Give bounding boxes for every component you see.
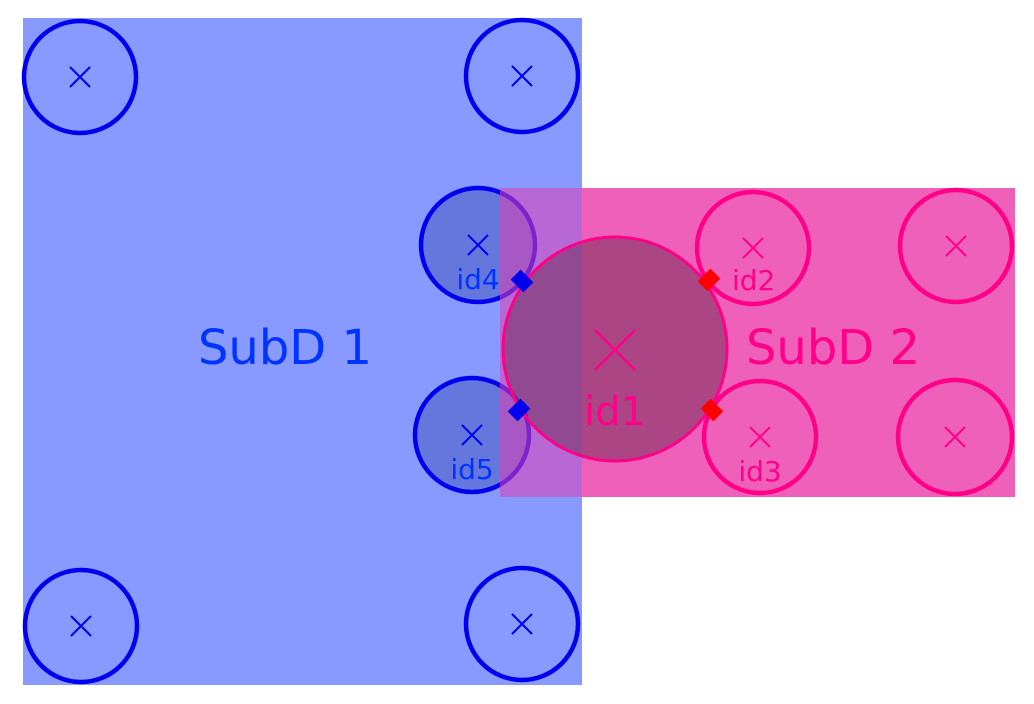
node-center-cross-icon <box>467 234 489 256</box>
node-center-cross-icon <box>461 424 483 446</box>
node-circle <box>694 189 812 307</box>
node <box>897 187 1015 305</box>
node-center-cross-icon <box>70 615 92 637</box>
node-center-cross-icon <box>511 65 533 87</box>
node-label-id2: id2 <box>732 264 775 297</box>
node-circle <box>463 17 581 135</box>
node-annotations: id4 id5 id1 id2 id3 <box>69 65 967 637</box>
node <box>895 377 1015 497</box>
node-circle <box>463 565 581 683</box>
node-center-cross-icon <box>749 426 771 448</box>
interface-marker-id5-id1 <box>507 398 531 422</box>
node-center-cross-icon <box>944 426 966 448</box>
interface-marker-id4-id1 <box>510 269 534 293</box>
node-center-cross-icon <box>945 235 967 257</box>
node <box>463 565 581 683</box>
node-label-id1: id1 <box>584 389 646 435</box>
node-circle <box>21 18 139 136</box>
node-center-cross-icon <box>594 329 636 371</box>
subdomain-1-label: SubD 1 <box>198 320 372 376</box>
node <box>463 17 581 135</box>
subdomain-1-region <box>23 18 582 685</box>
node-label-id4: id4 <box>456 263 499 296</box>
node-circle <box>701 378 819 496</box>
interface-marker-id1-id3 <box>700 398 724 422</box>
node-circle <box>897 187 1015 305</box>
node-center-cross-icon <box>511 613 533 635</box>
node <box>21 18 139 136</box>
node <box>22 567 140 685</box>
node-circle <box>22 567 140 685</box>
node-circle <box>895 377 1015 497</box>
interface-marker-id1-id2 <box>697 268 721 292</box>
node-label-id3: id3 <box>738 455 781 488</box>
node-center-cross-icon <box>69 66 91 88</box>
node-id2 <box>694 189 812 307</box>
node-label-id5: id5 <box>450 453 493 486</box>
node-id3 <box>701 378 819 496</box>
node-center-cross-icon <box>742 237 764 259</box>
subdomain-2-label: SubD 2 <box>746 320 920 376</box>
